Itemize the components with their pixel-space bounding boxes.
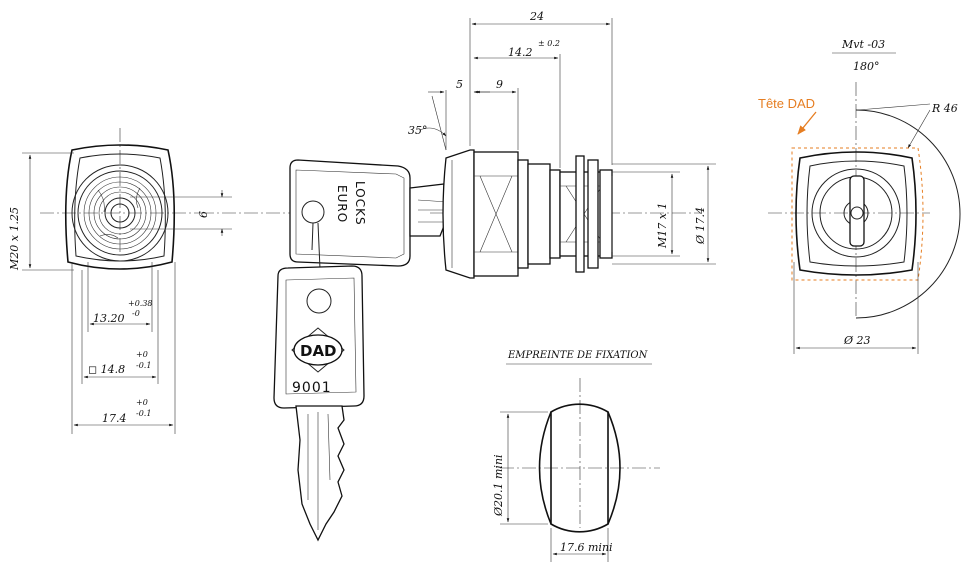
- dim-14-8-tol-lower: -0.1: [136, 361, 151, 370]
- mounting-cutout: EMPREINTE DE FIXATION Ø20.1 mini 17.6 mi…: [492, 350, 660, 562]
- dia-23: Ø 23: [843, 334, 871, 347]
- cutout-title: EMPREINTE DE FIXATION: [507, 350, 649, 361]
- dim-14-8: ◻ 14.8: [88, 363, 125, 376]
- key-brand: DAD: [300, 342, 337, 360]
- lower-key: DAD 9001: [273, 265, 365, 542]
- dim-14-2-tol: ± 0.2: [538, 39, 560, 48]
- radius-r46: R 46: [931, 102, 958, 115]
- dim-17-4: 17.4: [102, 412, 127, 425]
- dim-17-4-tol-upper: +0: [136, 398, 148, 407]
- dim-5: 5: [456, 78, 463, 91]
- dim-24: 24: [529, 10, 544, 23]
- cutout-width: 17.6 mini: [560, 541, 613, 554]
- dim-17-4-tol-lower: -0.1: [136, 409, 151, 418]
- dim-13-20: 13.20: [93, 312, 125, 325]
- dim-9: 9: [496, 78, 503, 91]
- key-text-locks: LOCKS: [353, 181, 367, 226]
- dia-17-4: Ø 17.4: [694, 207, 707, 245]
- dim-14-2: 14.2: [508, 46, 533, 59]
- key-text-euro: EURO: [335, 185, 349, 223]
- key-number: 9001: [292, 380, 332, 396]
- keys: EURO LOCKS DAD 9001: [200, 159, 490, 542]
- left-front-view: M20 x 1.25 6 13.20 +0.38 -0 ◻ 14.8 +0 -0…: [8, 128, 232, 434]
- cutout-diameter: Ø20.1 mini: [492, 454, 505, 517]
- square-symbol: ◻: [88, 363, 101, 376]
- m20-thread-label: M20 x 1.25: [8, 207, 21, 271]
- dim-13-20-tol-lower: -0: [132, 309, 140, 318]
- dim-14-8-value: 14.8: [101, 363, 126, 376]
- dim-13-20-tol-upper: +0.38: [128, 299, 153, 308]
- dim-14-8-tol-upper: +0: [136, 350, 148, 359]
- angle-35: 35°: [408, 124, 428, 137]
- upper-key: EURO LOCKS: [289, 159, 457, 267]
- right-front-view: Mvt -03 180° R 46 Tête DAD Ø 23: [758, 38, 961, 354]
- thread-m17: M17 x 1: [656, 203, 669, 249]
- slot-dim-label: 6: [197, 211, 210, 218]
- mvt-label: Mvt -03: [841, 38, 885, 51]
- lock-side-view: 24 14.2 ± 0.2 5 9 35° M17 x 1 Ø 17.4: [408, 10, 716, 279]
- tete-dad-label: Tête DAD: [758, 96, 815, 111]
- angle-180: 180°: [853, 60, 880, 73]
